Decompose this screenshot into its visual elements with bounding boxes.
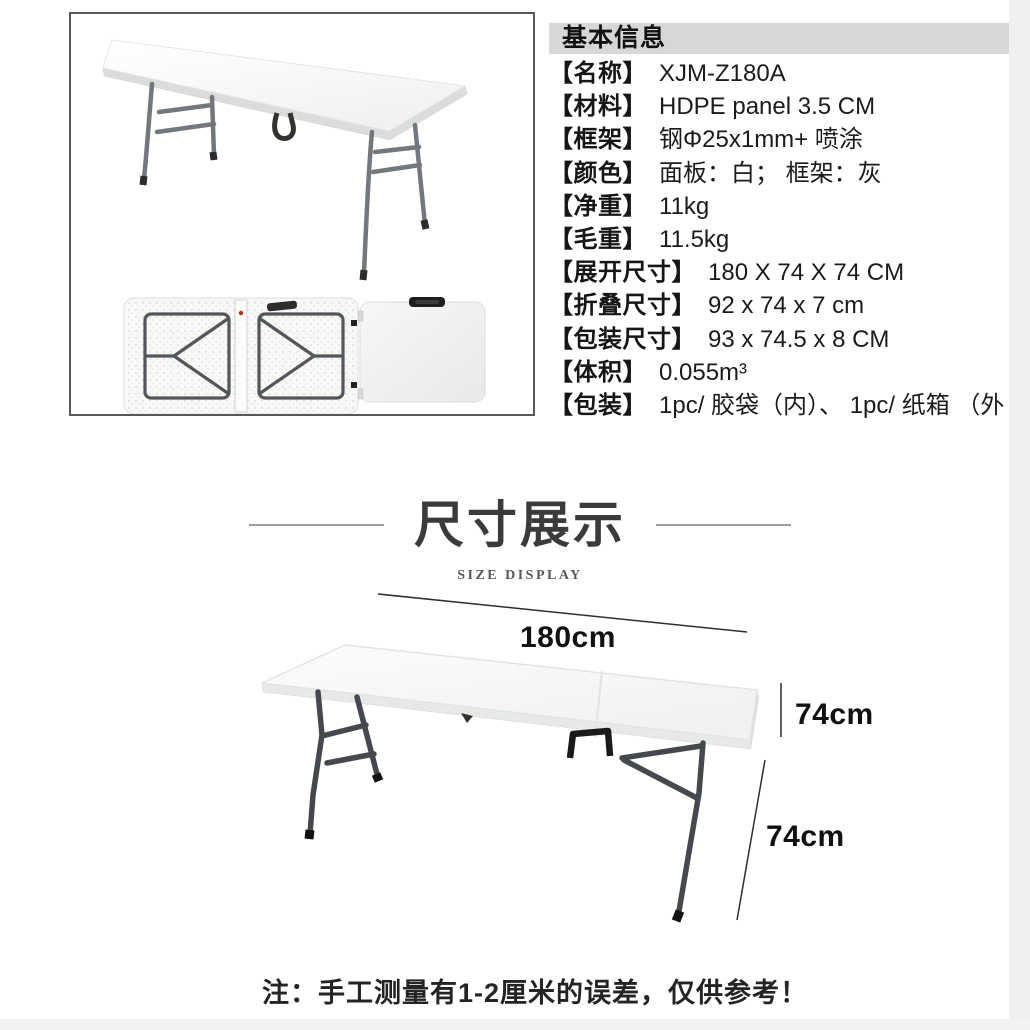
hinge-mark — [238, 310, 244, 316]
spec-label: 【净重】 — [549, 192, 647, 220]
spec-label: 【框架】 — [549, 126, 647, 154]
latch — [351, 320, 357, 326]
spec-label: 【材料】 — [549, 93, 647, 121]
spec-row-package-size: 【包装尺寸】 93 x 74.5 x 8 CM — [549, 323, 1009, 356]
spec-label: 【体积】 — [549, 358, 647, 386]
width-dimension-label: 74cm — [766, 820, 845, 853]
product-photos-graphic — [102, 39, 486, 415]
hinge-tab — [357, 388, 364, 400]
measurement-note: 注：手工测量有1-2厘米的误差，仅供参考！ — [261, 978, 809, 1008]
spec-value: 0.055m³ — [659, 358, 748, 386]
fold-latch — [461, 713, 473, 723]
table-legs — [307, 689, 706, 920]
spec-label: 【包装尺寸】 — [549, 325, 696, 353]
right-edge-strip — [1009, 0, 1030, 1030]
folded-table-underside — [123, 297, 359, 415]
length-dimension-line — [377, 593, 748, 633]
title-divider-right — [656, 524, 791, 526]
folded-table-closed — [357, 297, 486, 403]
carry-handle — [566, 727, 614, 759]
spec-value: 92 x 74 x 7 cm — [708, 292, 865, 320]
spec-list: 【名称】 XJM-Z180A 【材料】 HDPE panel 3.5 CM 【框架】… — [549, 57, 1009, 422]
spec-label: 【包装】 — [549, 392, 647, 420]
basic-info-header: 基本信息 — [549, 23, 1009, 54]
length-dimension-label: 180cm — [520, 621, 616, 654]
hinge-tab — [357, 310, 364, 322]
spec-label: 【颜色】 — [549, 159, 647, 187]
spec-row-net-weight: 【净重】 11kg — [549, 190, 1009, 223]
spec-value: 11kg — [659, 192, 710, 220]
size-display-title: 尺寸展示 — [414, 497, 626, 553]
spec-row-packing: 【包装】 1pc/ 胶袋（内）、 1pc/ 纸箱 （外 — [549, 389, 1009, 422]
spec-row-name: 【名称】 XJM-Z180A — [549, 57, 1009, 90]
leg-feet — [139, 151, 430, 281]
spec-value: 180 X 74 X 74 CM — [708, 259, 905, 287]
spec-label: 【名称】 — [549, 60, 647, 87]
spec-value: 11.5kg — [659, 226, 730, 254]
product-photo-box — [69, 12, 535, 416]
spec-value: XJM-Z180A — [659, 60, 786, 87]
spec-label: 【展开尺寸】 — [549, 259, 696, 287]
spec-row-gross-weight: 【毛重】 11.5kg — [549, 223, 1009, 256]
height-dimension-label: 74cm — [795, 698, 874, 731]
tabletop — [102, 39, 466, 132]
dimension-lines — [377, 593, 782, 921]
size-display-title-row: 尺寸展示 — [30, 490, 1010, 560]
spec-value: 1pc/ 胶袋（内）、 1pc/ 纸箱 （外 — [659, 392, 1005, 420]
tabletop-right-edge — [750, 690, 759, 749]
spec-value: 93 x 74.5 x 8 CM — [708, 325, 890, 353]
spec-row-open-size: 【展开尺寸】 180 X 74 X 74 CM — [549, 256, 1009, 289]
latch — [351, 382, 357, 388]
open-table-photo — [102, 39, 468, 281]
table-legs — [141, 81, 428, 276]
title-divider-left — [249, 524, 384, 526]
leg-feet — [304, 772, 685, 923]
bottom-edge-strip — [0, 1019, 1030, 1030]
spec-row-color: 【颜色】面板：白； 框架：灰 — [549, 157, 1009, 190]
fold-seam — [594, 670, 603, 738]
spec-value: 面板：白； 框架：灰 — [659, 159, 882, 187]
spec-row-folded-size: 【折叠尺寸】 92 x 74 x 7 cm — [549, 289, 1009, 322]
center-hinge — [234, 299, 248, 413]
spec-value: 钢Φ25x1mm+ 喷涂 — [659, 126, 863, 154]
size-display-subtitle: SIZE DISPLAY — [457, 568, 583, 583]
spec-row-material: 【材料】 HDPE panel 3.5 CM — [549, 90, 1009, 123]
fold-strap — [272, 112, 296, 141]
width-dimension-line — [736, 759, 766, 921]
spec-value: HDPE panel 3.5 CM — [659, 93, 876, 121]
size-diagram — [261, 593, 782, 923]
spec-row-frame: 【框架】钢Φ25x1mm+ 喷涂 — [549, 123, 1009, 156]
spec-label: 【折叠尺寸】 — [549, 292, 696, 320]
basic-info-panel: 基本信息 【名称】 XJM-Z180A 【材料】 HDPE panel 3.5 CM… — [549, 23, 1009, 422]
folded-leg-frame — [143, 312, 345, 400]
carry-handle — [266, 300, 298, 312]
spec-row-volume: 【体积】 0.055m³ — [549, 356, 1009, 389]
tabletop — [261, 644, 758, 741]
spec-label: 【毛重】 — [549, 226, 647, 254]
